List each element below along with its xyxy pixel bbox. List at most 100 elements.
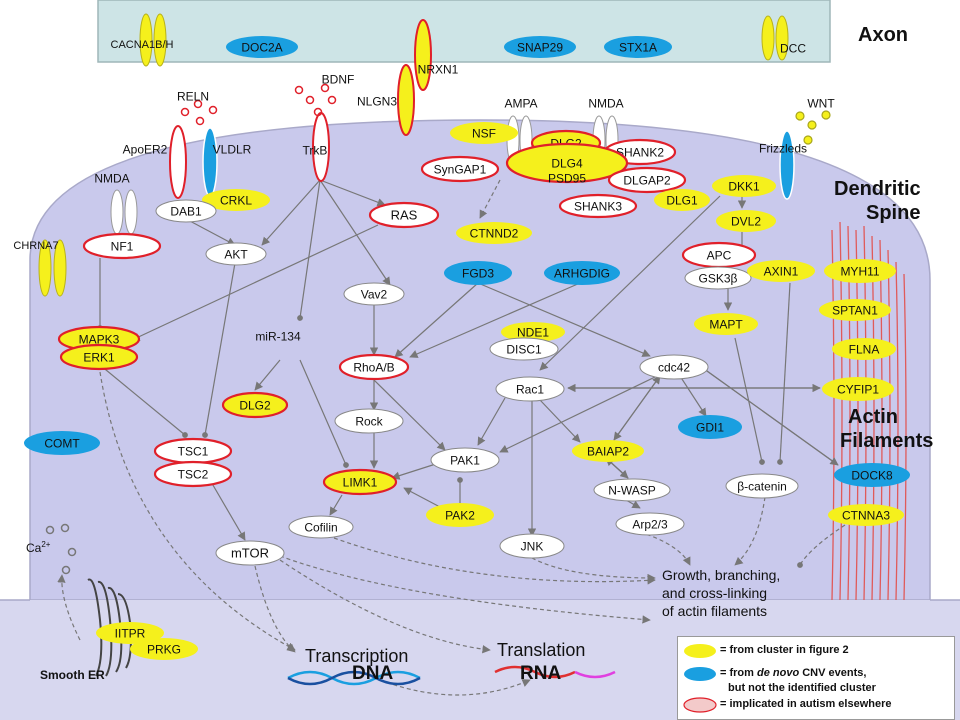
wnt-ligands	[795, 110, 831, 145]
node-label: SHANK2	[616, 145, 664, 159]
node-label: FGD3	[462, 266, 494, 280]
legend-yellow-text: = from cluster in figure 2	[720, 644, 849, 656]
node-label: AXIN1	[764, 264, 799, 278]
node-label: TrkB	[303, 143, 328, 157]
node-nde1: NDE1	[501, 322, 565, 342]
node-label: DAB1	[170, 204, 202, 218]
node-shape	[828, 504, 904, 526]
node-label: ApoER2	[123, 142, 168, 156]
node-label: APC	[707, 248, 732, 262]
node-label: RhoA/B	[353, 360, 394, 374]
node-frizzleds: Frizzleds	[759, 141, 807, 155]
node-mapt: MAPT	[694, 313, 758, 335]
node-label: JNK	[521, 539, 544, 553]
node-shape	[834, 463, 910, 487]
node-shape	[205, 242, 267, 266]
node-label: Cofilin	[304, 520, 337, 534]
node-mir134: miR-134	[255, 329, 301, 343]
node-dab1: DAB1	[155, 199, 217, 223]
node-label: DVL2	[731, 214, 761, 228]
node-shape	[221, 391, 289, 419]
node-shape	[96, 622, 164, 644]
node-fgd3: FGD3	[444, 261, 512, 285]
node-label: AMPA	[504, 96, 537, 110]
translation-label: Translation	[497, 640, 586, 660]
node-label: PAK1	[450, 453, 480, 467]
node-flna: FLNA	[832, 338, 896, 360]
node-shape	[334, 408, 404, 434]
node-shape	[824, 259, 896, 283]
node-label: NSF	[472, 126, 496, 140]
node-label: MAPT	[709, 317, 743, 331]
node-label: DOCK8	[851, 468, 893, 482]
node-snap29: SNAP29	[504, 36, 576, 58]
node-nwasp: N-WASP	[593, 478, 671, 502]
node-shape	[288, 515, 354, 539]
node-apoer2: ApoER2	[123, 142, 168, 156]
node-label: CTNNA3	[842, 508, 890, 522]
node-rock: Rock	[334, 408, 404, 434]
node-dlg4: DLG4	[505, 142, 629, 184]
node-arhgdig: ARHGDIG	[544, 261, 620, 285]
node-prkg: PRKG	[130, 638, 198, 660]
node-shape	[430, 447, 500, 473]
node-shape	[130, 638, 198, 660]
node-shape	[822, 377, 894, 401]
node-shape	[450, 122, 518, 144]
node-label: COMT	[44, 436, 80, 450]
node-shape	[489, 337, 559, 361]
node-label: NRXN1	[418, 62, 459, 76]
node-label: PAK2	[445, 508, 475, 522]
node-sptan1: SPTAN1	[819, 299, 891, 321]
node-label: BDNF	[322, 72, 355, 86]
legend: = from cluster in figure 2 = from de nov…	[677, 636, 955, 720]
node-label: DLG2	[239, 398, 271, 412]
node-apc: APC	[681, 241, 757, 269]
node-cacna1b-h: CACNA1B/H	[111, 39, 174, 51]
node-label: RAS	[391, 208, 418, 223]
node-label: CHRNA7	[13, 240, 58, 252]
node-label: Rock	[355, 414, 383, 428]
node-label: DOC2A	[241, 40, 282, 54]
legend-yellow-swatch	[684, 644, 716, 658]
node-akt: AKT	[205, 242, 267, 266]
legend-blue-text: = from de novo CNV events,	[720, 667, 867, 679]
node-gsk3b: GSK3β	[684, 266, 752, 290]
node-label: GDI1	[696, 420, 724, 434]
node-label: BAIAP2	[587, 444, 629, 458]
smooth-er	[87, 578, 132, 677]
node-label: SNAP29	[517, 40, 563, 54]
legend-swatches	[683, 644, 717, 713]
node-shape	[832, 338, 896, 360]
node-shape	[153, 460, 233, 488]
node-shape	[501, 322, 565, 342]
node-label: DKK1	[728, 179, 760, 193]
node-mtor: mTOR	[215, 540, 285, 566]
node-shape	[202, 189, 270, 211]
node-syngap1: SynGAP1	[420, 155, 500, 183]
node-shank3: SHANK3	[558, 193, 638, 219]
node-label: N-WASP	[608, 483, 656, 497]
node-shape	[426, 503, 494, 527]
node-shape	[505, 142, 629, 184]
node-comt: COMT	[24, 431, 100, 455]
node-tsc1: TSC1	[153, 437, 233, 465]
node-label: NF1	[111, 239, 134, 253]
node-disc1: DISC1	[489, 337, 559, 361]
node-bdnf: BDNF	[322, 72, 355, 86]
node-dvl2: DVL2	[716, 210, 776, 232]
node-label: NDE1	[517, 325, 549, 339]
node-shape	[82, 232, 162, 260]
node-label: TSC2	[178, 467, 209, 481]
axon-terminal-shape	[97, 0, 831, 63]
node-label: FLNA	[849, 342, 880, 356]
node-nmda-left: NMDA	[94, 171, 129, 185]
node-dlgap2: DLGAP2	[607, 166, 687, 194]
node-label: MAPK3	[79, 332, 120, 346]
node-shape	[456, 222, 532, 244]
node-label: miR-134	[255, 329, 301, 343]
node-nmda-top: NMDA	[588, 96, 623, 110]
node-label: CYFIP1	[837, 382, 879, 396]
node-shape	[504, 36, 576, 58]
